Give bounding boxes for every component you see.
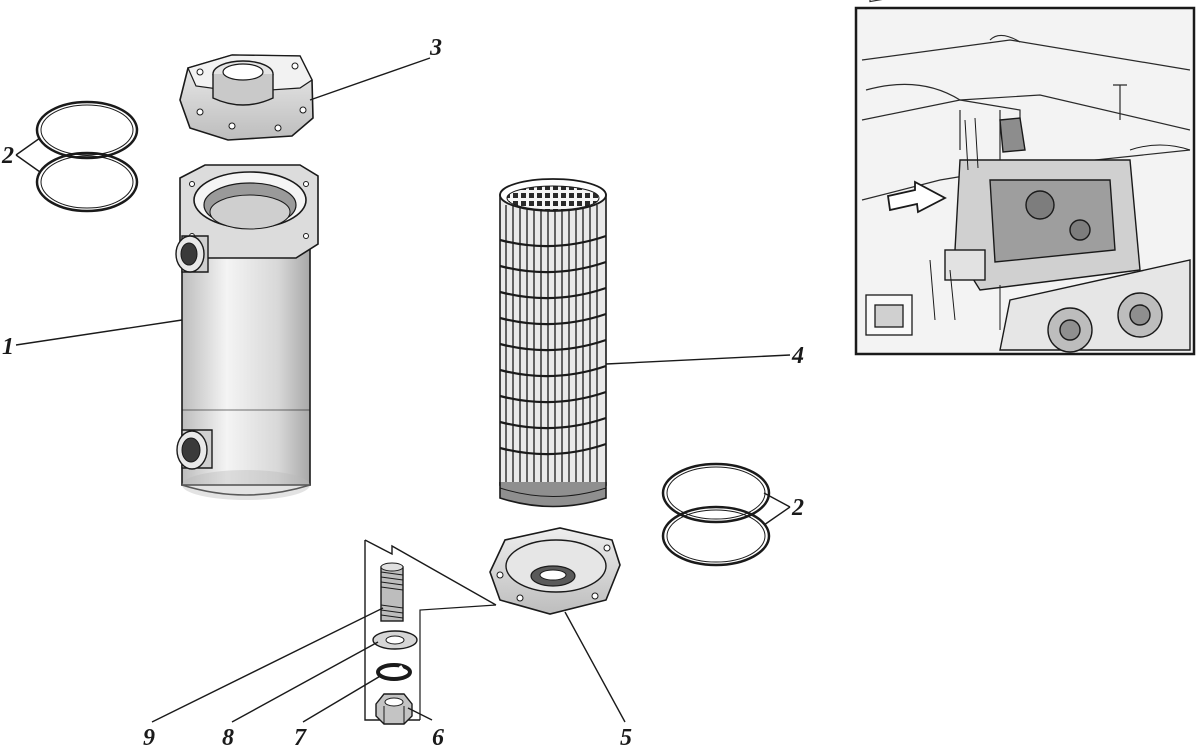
location-pointer-arrow [886,180,947,214]
filter-element [499,178,607,508]
top-cover-flange [179,54,314,141]
callout-6: 6 [432,725,444,751]
callout-2-right: 2 [791,495,804,521]
callout-2-top: 2 [1,143,14,169]
callout-7: 7 [294,725,307,751]
callout-1: 1 [2,334,14,360]
callout-9: 9 [143,725,155,751]
bottom-cover [489,527,621,615]
location-inset [854,0,1196,356]
callout-8: 8 [222,725,234,751]
flat-washer [372,630,418,650]
o-ring-pair-top [35,100,139,213]
filter-housing [175,164,319,500]
callout-4: 4 [791,343,804,369]
o-ring-pair-right [661,462,771,567]
hex-nut [375,693,413,725]
stud [380,562,404,622]
callout-3: 3 [429,35,442,61]
callout-5: 5 [620,725,632,751]
leader-lines [15,57,791,723]
spring-washer [376,663,412,681]
